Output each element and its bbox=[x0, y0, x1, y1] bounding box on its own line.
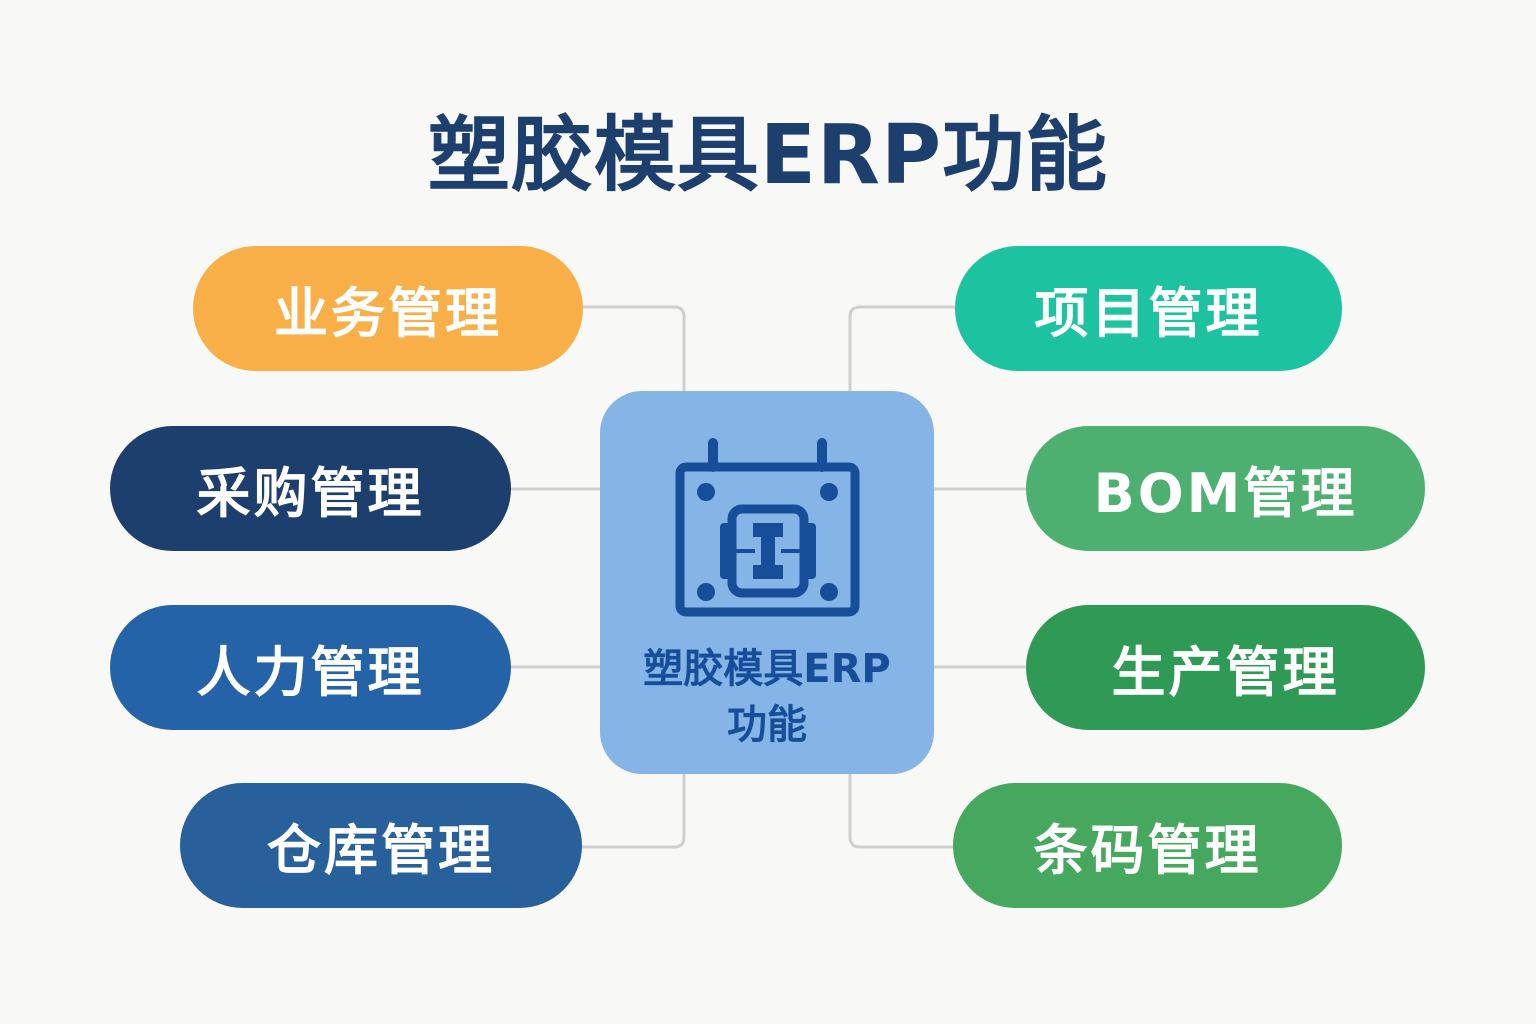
module-purchase[interactable]: 采购管理 bbox=[110, 426, 511, 551]
module-label: 采购管理 bbox=[196, 462, 425, 525]
module-label: 条码管理 bbox=[1033, 819, 1262, 882]
mold-icon bbox=[675, 438, 860, 617]
module-label: 仓库管理 bbox=[267, 819, 495, 882]
connector-business bbox=[583, 305, 686, 391]
module-label: 项目管理 bbox=[1034, 282, 1263, 345]
connector-warehouse bbox=[582, 774, 686, 849]
module-project[interactable]: 项目管理 bbox=[955, 246, 1342, 371]
center-hub: 塑胶模具ERP 功能 bbox=[600, 391, 934, 774]
page-title: 塑胶模具ERP功能 bbox=[427, 108, 1109, 203]
module-bom[interactable]: BOM管理 bbox=[1026, 426, 1425, 551]
module-hr[interactable]: 人力管理 bbox=[110, 605, 511, 730]
module-warehouse[interactable]: 仓库管理 bbox=[180, 783, 582, 908]
connector-project bbox=[848, 305, 955, 391]
center-label-line2: 功能 bbox=[727, 702, 807, 748]
module-business[interactable]: 业务管理 bbox=[193, 246, 583, 371]
connector-barcode bbox=[848, 774, 953, 849]
center-label: 塑胶模具ERP 功能 bbox=[600, 641, 934, 753]
module-barcode[interactable]: 条码管理 bbox=[953, 783, 1342, 908]
module-label: BOM管理 bbox=[1093, 462, 1358, 525]
module-production[interactable]: 生产管理 bbox=[1026, 605, 1425, 730]
center-label-line1: 塑胶模具ERP bbox=[643, 646, 891, 692]
module-label: 人力管理 bbox=[196, 641, 425, 704]
module-label: 业务管理 bbox=[274, 282, 502, 345]
module-label: 生产管理 bbox=[1111, 641, 1340, 704]
